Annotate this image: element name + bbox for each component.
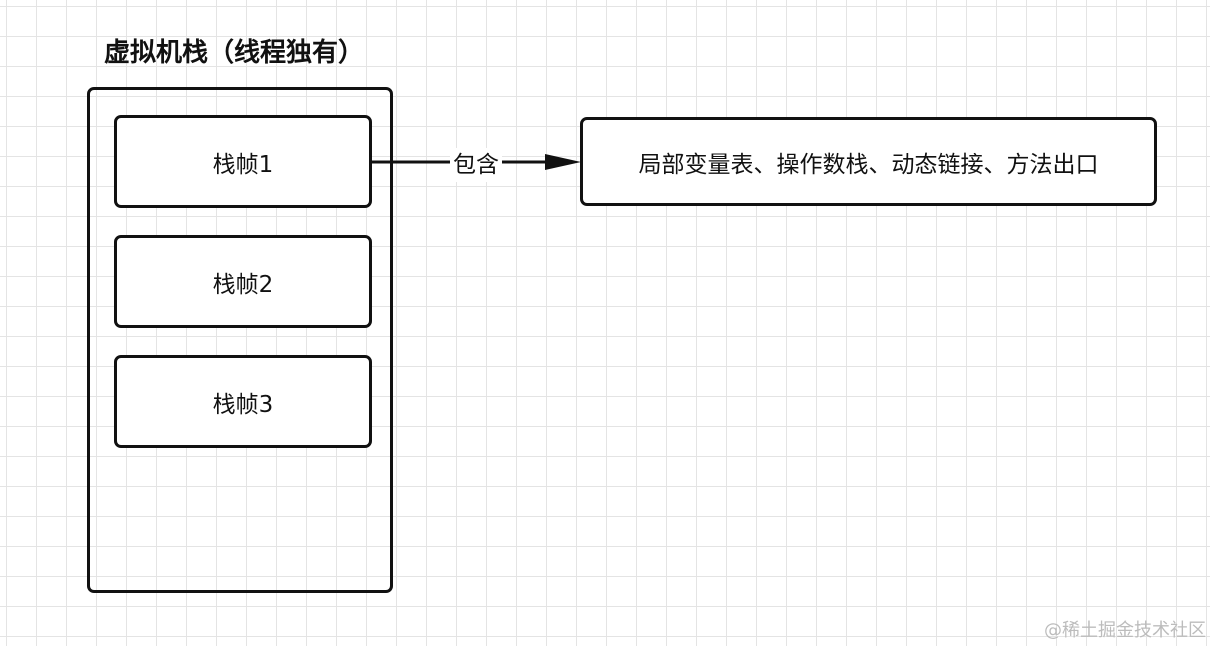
stack-frame-2: 栈帧2 (114, 235, 372, 328)
frame-contents-box: 局部变量表、操作数栈、动态链接、方法出口 (580, 117, 1157, 206)
stack-frame-1: 栈帧1 (114, 115, 372, 208)
vm-stack-container (87, 87, 393, 593)
stack-frame-3: 栈帧3 (114, 355, 372, 448)
watermark: @稀土掘金技术社区 (1044, 620, 1206, 641)
arrow-head-icon (545, 154, 581, 170)
diagram-title: 虚拟机栈（线程独有） (104, 38, 365, 68)
edge-label-contains: 包含 (450, 148, 502, 182)
